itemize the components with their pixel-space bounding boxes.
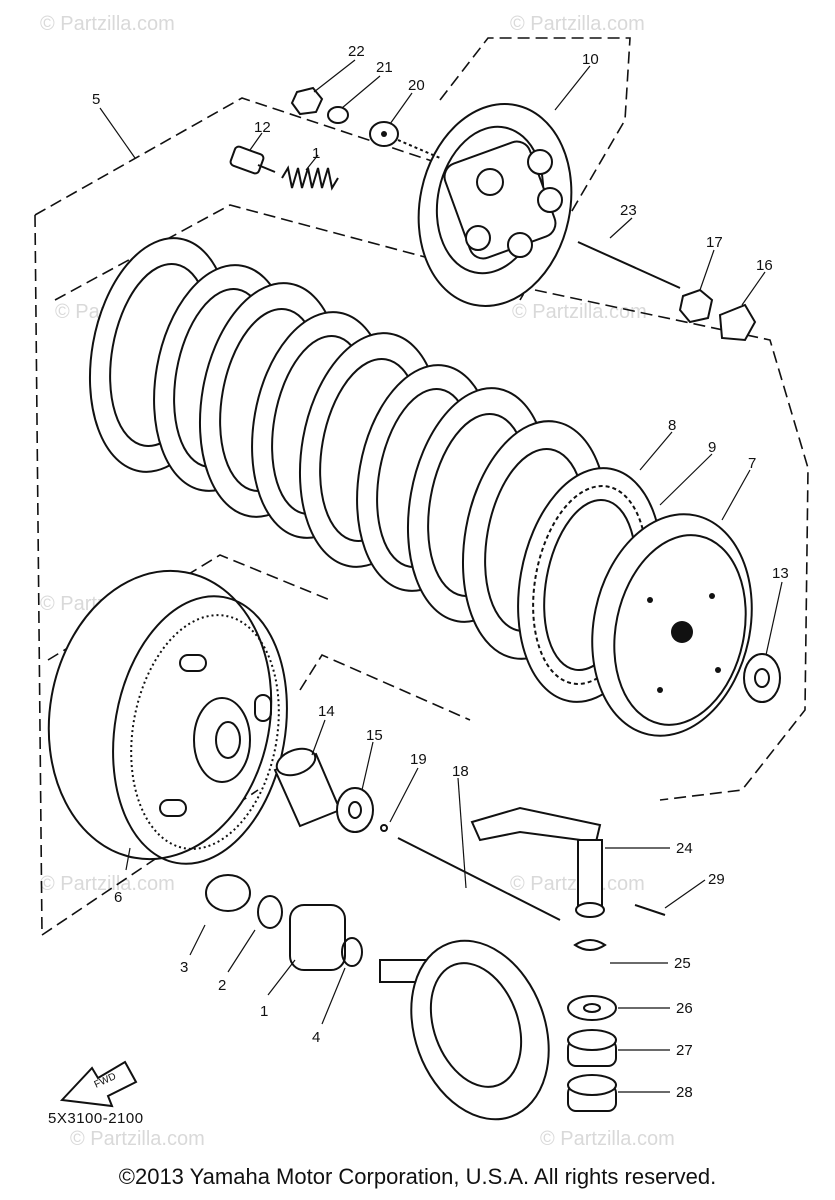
callout-labels: 5 12 1 22 21 20 10 23 17 16 8 9 7 13 14 … [92,43,789,1101]
clutch-plates [88,237,609,660]
callout-19: 19 [410,751,427,768]
callout-29: 29 [708,871,725,888]
callout-22: 22 [348,43,365,60]
spring-bolt-set [229,86,441,191]
callout-27: 27 [676,1042,693,1059]
callout-26: 26 [676,1000,693,1017]
callout-4: 4 [312,1029,320,1046]
callout-12: 12 [254,119,271,136]
watermark: © Partzilla.com [512,301,647,323]
callout-20: 20 [408,77,425,94]
leader-lines [99,59,783,1093]
callout-8: 8 [668,417,676,434]
diagram-code: 5X3100-2100 [48,1110,144,1127]
clutch-boss [417,103,573,307]
callout-13: 13 [772,565,789,582]
callout-1: 1 [312,145,320,162]
callout-7: 7 [748,455,756,472]
watermark: © Partzilla.com [70,1128,205,1150]
callout-2: 2 [218,977,226,994]
callout-15: 15 [366,727,383,744]
thrust-washer [743,653,781,703]
callout-24: 24 [676,840,693,857]
callout-14: 14 [318,703,335,720]
callout-23: 23 [620,202,637,219]
pressure-plate [591,513,753,737]
callout-17: 17 [706,234,723,251]
callout-28: 28 [676,1084,693,1101]
callout-18: 18 [452,763,469,780]
watermark: © Partzilla.com [40,873,175,895]
callout-16: 16 [756,257,773,274]
callout-3: 3 [180,959,188,976]
callout-1b: 1 [260,1003,268,1020]
watermark: © Partzilla.com [40,13,175,35]
callout-25: 25 [674,955,691,972]
callout-5: 5 [92,91,100,108]
callout-21: 21 [376,59,393,76]
push-lever-set [470,806,666,1112]
forward-arrow: FWD [59,1060,138,1108]
watermark: © Partzilla.com [540,1128,675,1150]
callout-10: 10 [582,51,599,68]
clutch-housing [47,569,288,865]
copyright-notice: ©2013 Yamaha Motor Corporation, U.S.A. A… [118,1164,717,1189]
watermark: © Partzilla.com [510,13,645,35]
kick-gear-set [205,874,550,1121]
push-rod-set [577,241,757,342]
callout-9: 9 [708,439,716,456]
spacer-set [273,747,561,921]
callout-6: 6 [114,889,122,906]
